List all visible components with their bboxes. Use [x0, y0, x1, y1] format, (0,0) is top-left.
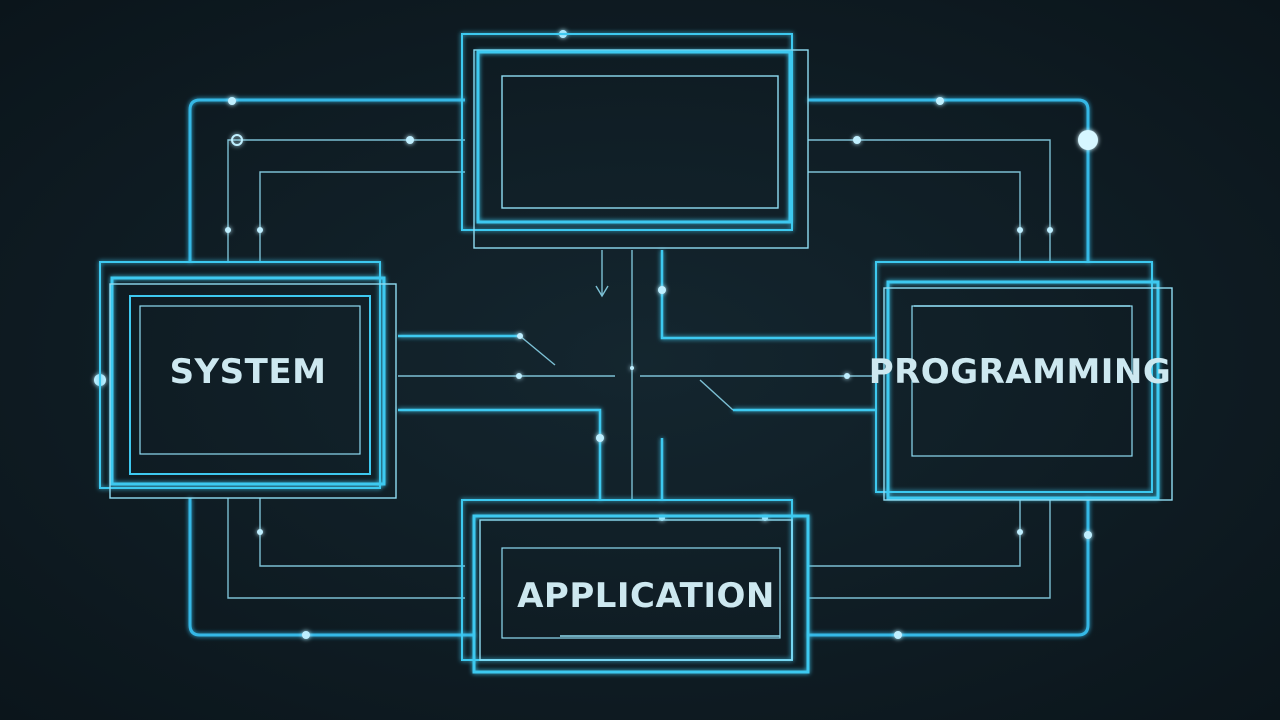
junction-dots — [94, 30, 1098, 639]
thin-wires — [227, 139, 1051, 599]
programming-label: PROGRAMMING — [869, 352, 1172, 392]
application-label: APPLICATION — [517, 576, 775, 616]
top-node — [461, 33, 809, 249]
system-node: SYSTEM — [99, 261, 397, 499]
bright-wires — [398, 250, 875, 500]
programming-node: PROGRAMMING — [869, 261, 1173, 501]
system-label: SYSTEM — [170, 352, 327, 392]
application-node: APPLICATION — [461, 499, 810, 674]
connector-lines — [188, 98, 1090, 637]
